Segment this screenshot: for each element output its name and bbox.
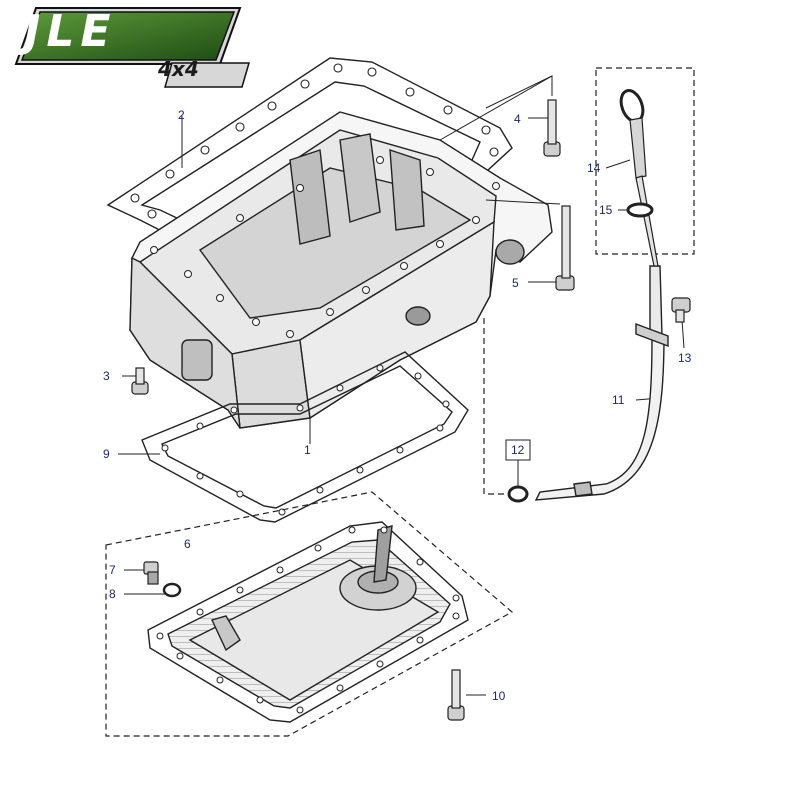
callout-9: 9: [103, 447, 110, 461]
group-outlines: [105, 67, 695, 737]
logo-sub-badge: [164, 62, 250, 88]
dipstick-tube: [534, 265, 669, 501]
callout-12-box: [505, 439, 531, 461]
callout-3: 3: [103, 369, 110, 383]
callout-5: 5: [512, 276, 519, 290]
seal-ring: [507, 485, 529, 503]
logo-sub-text: 4x4: [158, 57, 199, 81]
callout-15: 15: [599, 203, 613, 217]
bolt-5: [555, 205, 575, 291]
sump-body: [129, 111, 553, 429]
baffle-plate: [147, 521, 469, 723]
jle-4x4-logo: [14, 6, 250, 88]
logo-badge: [14, 7, 242, 65]
leader-lines: [118, 75, 685, 696]
logo-main-text: JLE: [24, 6, 117, 57]
callout-8: 8: [109, 587, 116, 601]
drain-plug: [143, 561, 159, 585]
bolt-10: [447, 669, 465, 721]
callout-10: 10: [492, 689, 506, 703]
bolt-4: [543, 99, 561, 157]
callout-13: 13: [678, 351, 692, 365]
callout-1: 1: [304, 443, 311, 457]
callout-12: 12: [511, 443, 525, 457]
dipstick: [619, 89, 659, 267]
bolt-13: [671, 297, 691, 323]
callout-2: 2: [178, 108, 185, 122]
lower-gasket: [141, 351, 469, 523]
bolt-3: [131, 367, 149, 395]
callout-14: 14: [587, 161, 601, 175]
callout-7: 7: [109, 563, 116, 577]
callout-6: 6: [184, 537, 191, 551]
callout-11: 11: [612, 393, 625, 407]
callout-4: 4: [514, 112, 521, 126]
drain-washer: [162, 582, 182, 598]
dipstick-o-ring: [626, 202, 654, 218]
